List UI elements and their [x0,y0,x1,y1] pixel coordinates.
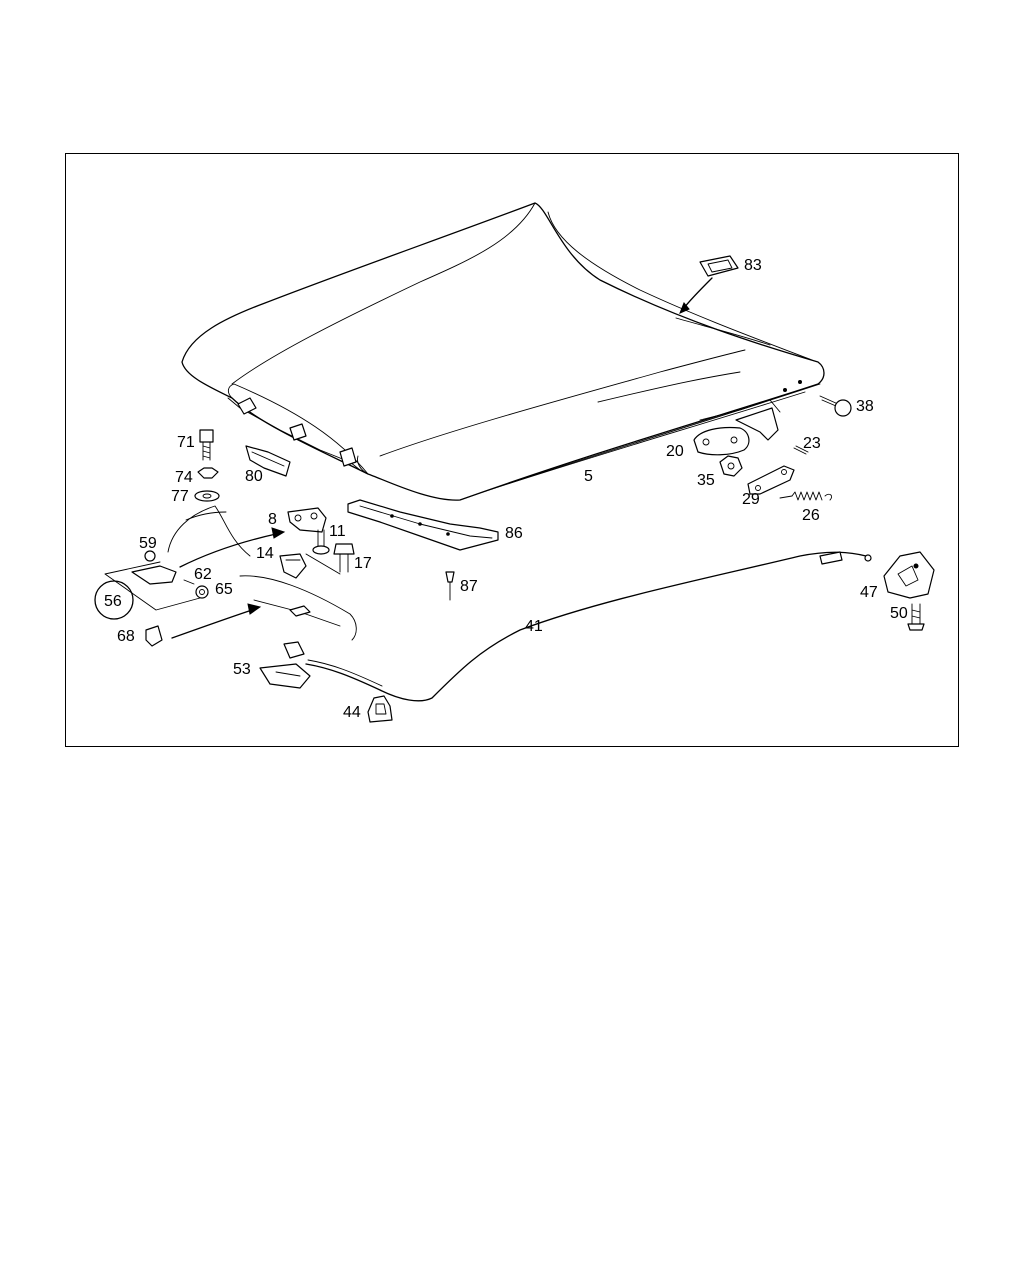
clip-68 [145,625,163,647]
callout-50: 50 [890,605,908,622]
front-panel-section [167,505,357,641]
bracket-14 [279,553,307,579]
callout-20: 20 [666,443,684,460]
latch-handle-53 [259,641,311,689]
leader-83 [683,277,713,309]
callout-14: 14 [256,545,274,562]
callout-47: 47 [860,584,878,601]
clip-83 [699,255,739,277]
hood-lock-47 [883,551,935,599]
lever-29 [747,465,795,495]
release-cable-41 [305,551,867,702]
callout-86: 86 [505,525,523,542]
callout-5: 5 [584,468,593,485]
bracket-80 [245,445,291,477]
hood-panel [181,202,825,501]
pin-23 [793,447,807,455]
spring-26 [779,491,833,501]
callout-83: 83 [744,257,762,274]
callout-17: 17 [354,555,372,572]
callout-71: 71 [177,434,195,451]
callout-77: 77 [171,488,189,505]
callout-35: 35 [697,472,715,489]
clip-44 [367,695,393,723]
callout-74: 74 [175,469,193,486]
parts-group-56 [104,550,209,611]
cross-member-86 [347,499,499,551]
hinge-8 [287,507,327,533]
arrow-to-hinge [179,533,277,568]
callout-23: 23 [803,435,821,452]
callout-11: 11 [329,523,346,540]
bolt-38 [819,395,852,417]
callout-26: 26 [802,507,820,524]
screw-50 [907,603,925,631]
circle-56 [94,580,134,620]
rivet-87 [445,571,455,601]
nut-74 [197,467,219,479]
callout-59: 59 [139,535,157,552]
callout-56: 56 [104,593,122,610]
callout-80: 80 [245,468,263,485]
diagram-frame [65,153,959,747]
washer-77 [194,490,220,502]
bolt-11 [312,529,330,555]
callout-38: 38 [856,398,874,415]
callout-41: 41 [525,618,543,635]
callout-8: 8 [268,511,277,528]
callout-44: 44 [343,704,361,721]
callout-65: 65 [215,581,233,598]
bolt-71 [199,429,214,461]
callout-62: 62 [194,566,212,583]
leader-14-17 [305,553,341,575]
callout-87: 87 [460,578,478,595]
callout-labels: 5 8 11 14 17 20 23 26 29 35 38 41 44 47 … [104,257,908,721]
callout-53: 53 [233,661,251,678]
callout-29: 29 [742,491,760,508]
nut-35 [719,455,743,477]
callout-68: 68 [117,628,135,645]
hinge-arm-20 [693,407,779,456]
bolt-17 [333,543,355,573]
arrow-to-latch [171,609,253,639]
